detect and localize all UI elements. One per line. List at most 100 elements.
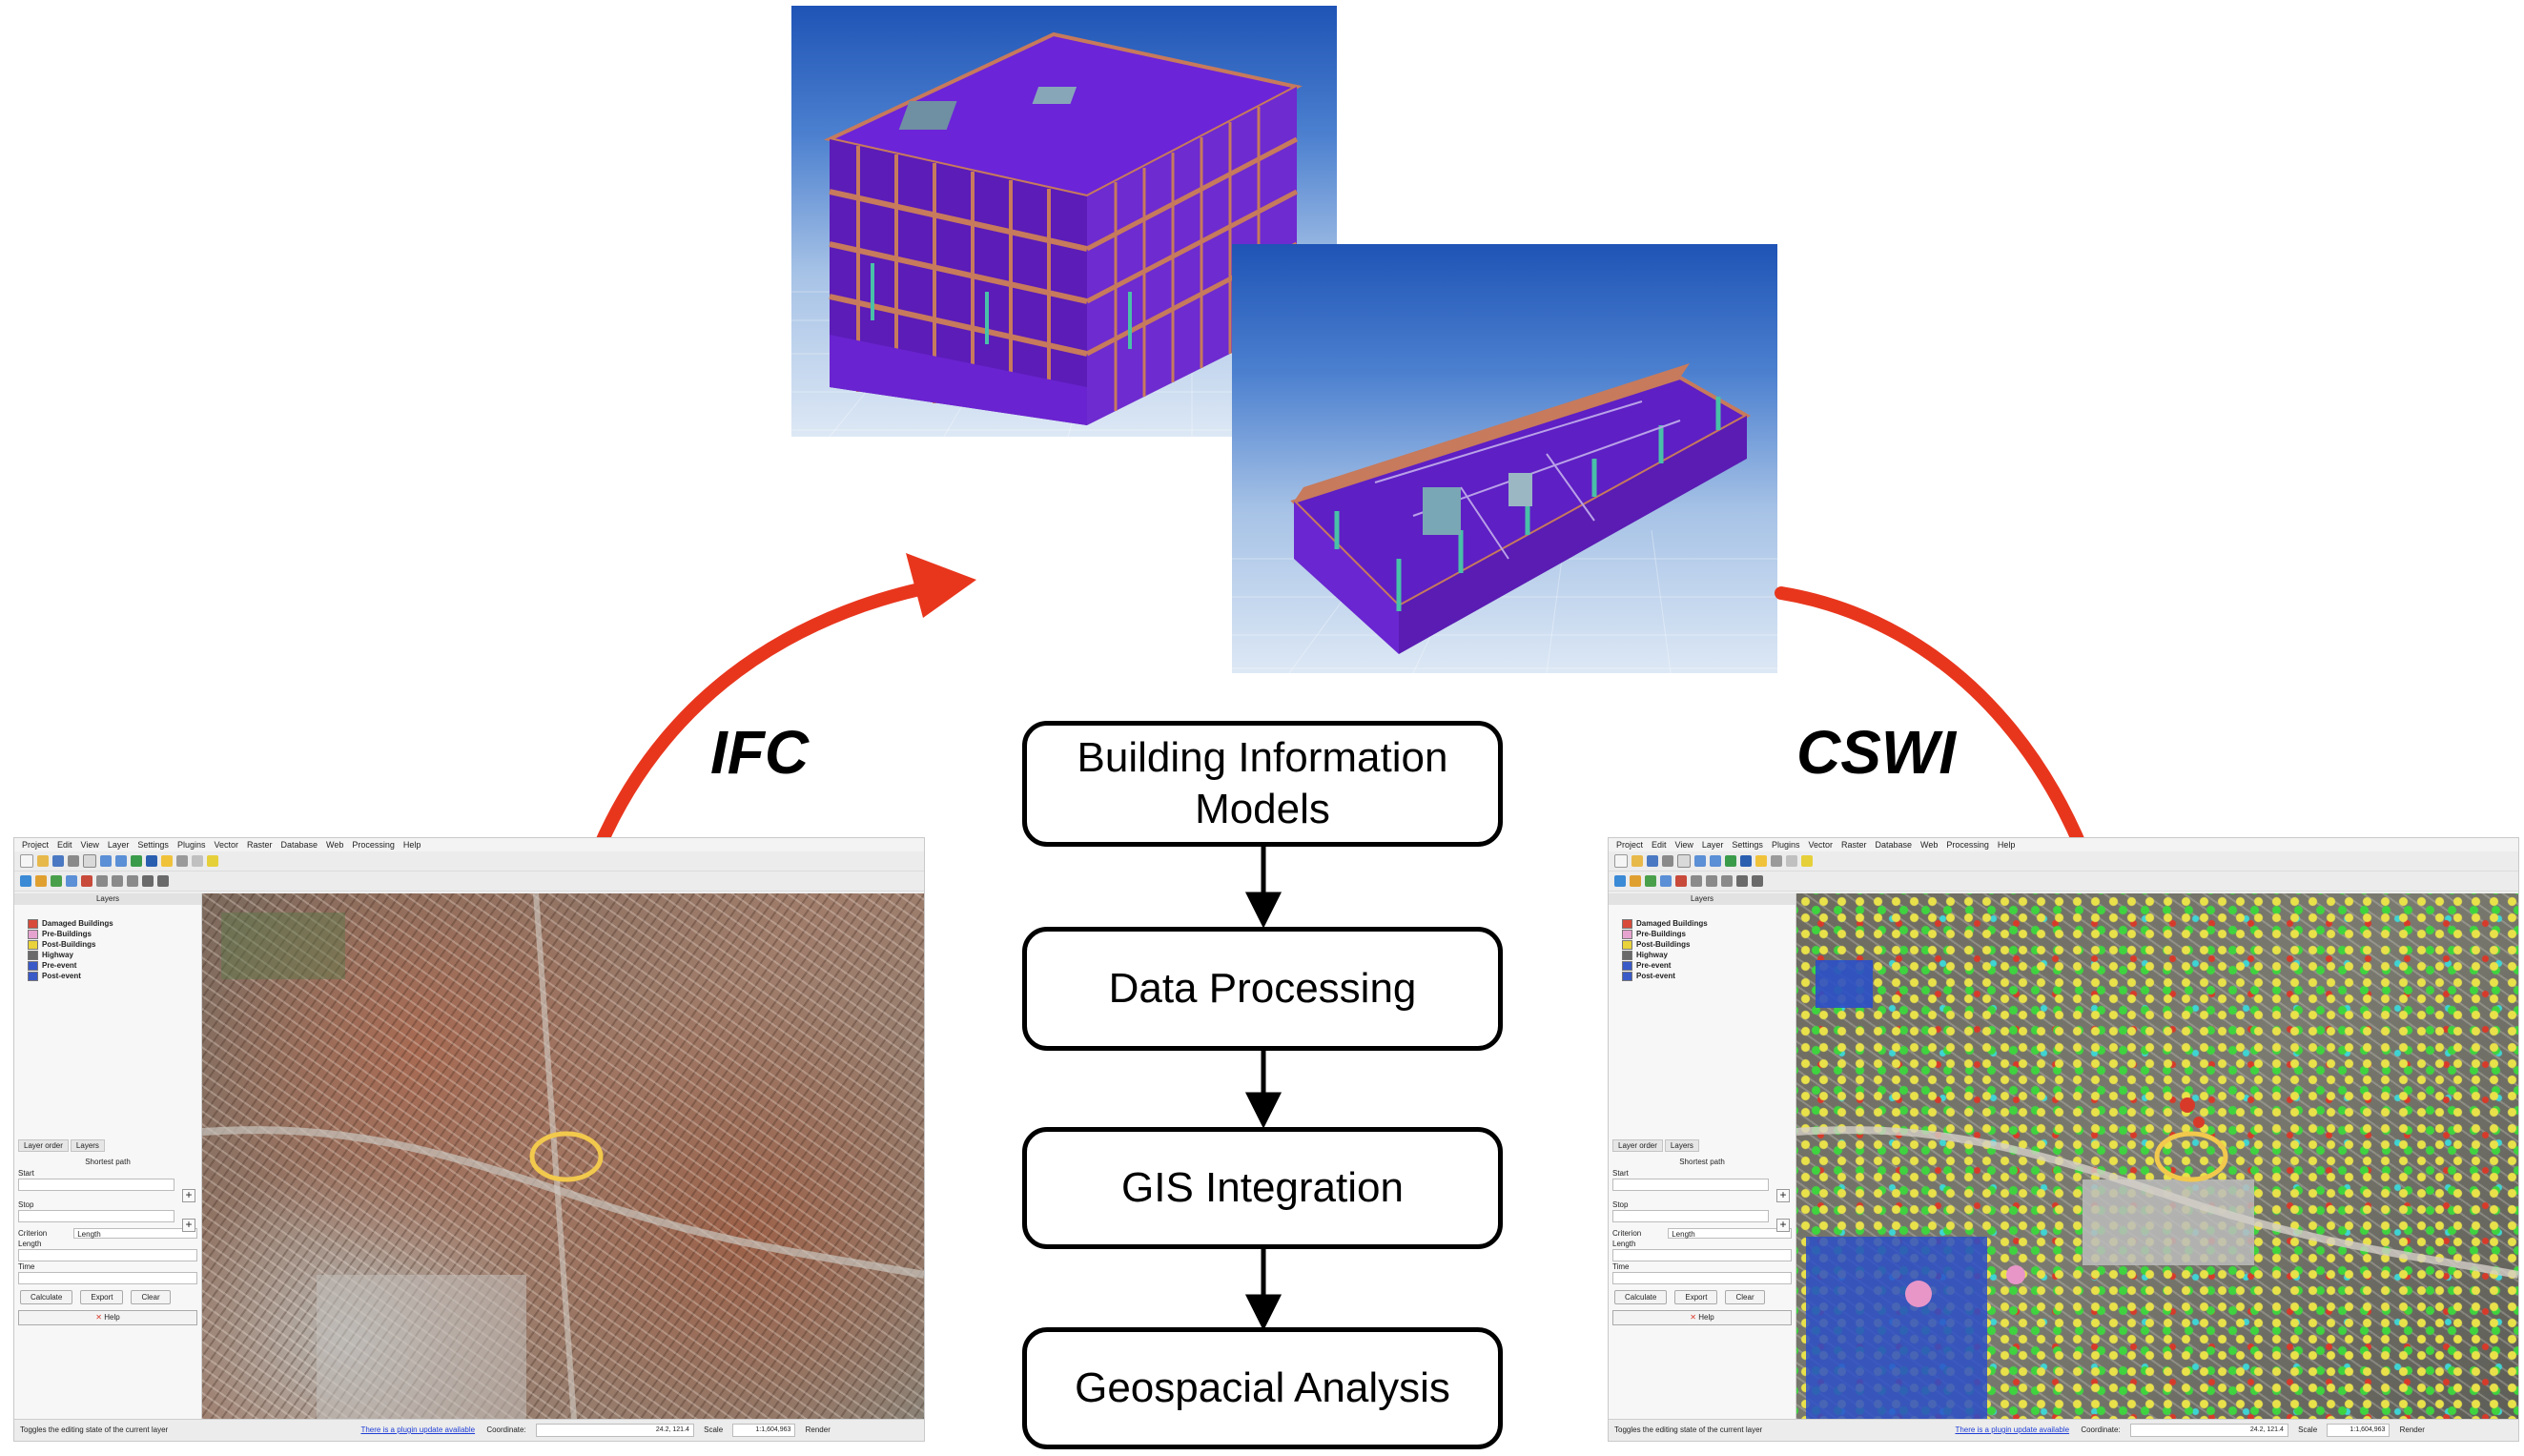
table-icon[interactable] — [192, 855, 203, 867]
criterion-select[interactable]: Length — [1668, 1228, 1792, 1239]
menu-item[interactable]: Processing — [1946, 840, 1989, 850]
tab-layers[interactable]: Layers — [70, 1139, 105, 1152]
tab-layer-order[interactable]: Layer order — [18, 1139, 69, 1152]
delete-icon[interactable] — [1675, 875, 1687, 887]
clear-button[interactable]: Clear — [1725, 1290, 1765, 1304]
layer-item[interactable]: Pre-event — [14, 960, 201, 971]
add-start-icon[interactable]: + — [1776, 1189, 1790, 1202]
menu-item[interactable]: Vector — [214, 840, 238, 850]
start-input[interactable] — [1612, 1179, 1769, 1191]
menu-item[interactable]: Processing — [352, 840, 395, 850]
render-label[interactable]: Render — [2399, 1425, 2425, 1434]
plugin-update-link[interactable]: There is a plugin update available — [1955, 1425, 2070, 1434]
add-stop-icon[interactable]: + — [1776, 1219, 1790, 1232]
menu-item[interactable]: Plugins — [1771, 840, 1800, 850]
menu-item[interactable]: Vector — [1808, 840, 1833, 850]
menu-item[interactable]: Plugins — [176, 840, 206, 850]
add-stop-icon[interactable]: + — [182, 1219, 195, 1232]
tab-layer-order[interactable]: Layer order — [1612, 1139, 1663, 1152]
menu-item[interactable]: Edit — [1652, 840, 1667, 850]
menu-item[interactable]: Settings — [1732, 840, 1763, 850]
scale-input[interactable]: 1:1,604,963 — [2327, 1423, 2391, 1437]
digitize-icon[interactable] — [1614, 875, 1626, 887]
scale-input[interactable]: 1:1,604,963 — [732, 1423, 796, 1437]
layer-item[interactable]: Post-event — [14, 971, 201, 981]
plugin-update-link[interactable]: There is a plugin update available — [360, 1425, 476, 1434]
move-feature-icon[interactable] — [66, 875, 77, 887]
menu-item[interactable]: View — [1674, 840, 1693, 850]
export-button[interactable]: Export — [80, 1290, 124, 1304]
layer-item[interactable]: Highway — [14, 950, 201, 960]
paste-icon[interactable] — [127, 875, 138, 887]
copy-icon[interactable] — [1706, 875, 1717, 887]
render-label[interactable]: Render — [805, 1425, 831, 1434]
layer-item[interactable]: Post-Buildings — [1609, 939, 1796, 950]
measure-icon[interactable] — [1771, 855, 1782, 867]
zoom-out-icon[interactable] — [115, 855, 127, 867]
save-icon[interactable] — [52, 855, 64, 867]
coordinate-input[interactable]: 24.2, 121.4 — [535, 1423, 694, 1437]
menu-item[interactable]: Project — [22, 840, 50, 850]
refresh-icon[interactable] — [1725, 855, 1736, 867]
pan-icon[interactable] — [83, 854, 96, 868]
measure-icon[interactable] — [176, 855, 188, 867]
help-button[interactable]: ✕ Help — [1612, 1310, 1792, 1325]
menu-item[interactable]: Layer — [1701, 840, 1724, 850]
open-icon[interactable] — [1631, 855, 1643, 867]
save-icon[interactable] — [1647, 855, 1658, 867]
open-icon[interactable] — [37, 855, 49, 867]
label-icon[interactable] — [207, 855, 218, 867]
start-input[interactable] — [18, 1179, 174, 1191]
menu-item[interactable]: Raster — [1840, 840, 1867, 850]
move-feature-icon[interactable] — [1660, 875, 1672, 887]
satellite-map-pre-event[interactable] — [202, 893, 924, 1420]
new-icon[interactable] — [1614, 854, 1628, 868]
redo-icon[interactable] — [157, 875, 169, 887]
menu-item[interactable]: Help — [1997, 840, 2016, 850]
menu-item[interactable]: View — [80, 840, 99, 850]
cut-icon[interactable] — [1691, 875, 1702, 887]
tab-layers[interactable]: Layers — [1664, 1139, 1699, 1152]
undo-icon[interactable] — [142, 875, 154, 887]
layer-item[interactable]: Damaged Buildings — [14, 918, 201, 929]
satellite-map-damage-overlay[interactable] — [1796, 893, 2518, 1420]
layer-item[interactable]: Damaged Buildings — [1609, 918, 1796, 929]
label-icon[interactable] — [1801, 855, 1813, 867]
stop-input[interactable] — [18, 1210, 174, 1222]
layer-item[interactable]: Pre-Buildings — [14, 929, 201, 939]
add-feature-icon[interactable] — [1645, 875, 1656, 887]
stop-input[interactable] — [1612, 1210, 1769, 1222]
menu-item[interactable]: Web — [326, 840, 344, 850]
menu-item[interactable]: Web — [1920, 840, 1939, 850]
menu-item[interactable]: Edit — [57, 840, 72, 850]
add-feature-icon[interactable] — [51, 875, 62, 887]
zoom-in-icon[interactable] — [100, 855, 112, 867]
print-icon[interactable] — [68, 855, 79, 867]
print-icon[interactable] — [1662, 855, 1673, 867]
add-start-icon[interactable]: + — [182, 1189, 195, 1202]
layer-item[interactable]: Pre-event — [1609, 960, 1796, 971]
menu-item[interactable]: Raster — [246, 840, 273, 850]
cut-icon[interactable] — [96, 875, 108, 887]
select-icon[interactable] — [1755, 855, 1767, 867]
identify-icon[interactable] — [146, 855, 157, 867]
menu-item[interactable]: Layer — [107, 840, 130, 850]
menu-item[interactable]: Help — [402, 840, 421, 850]
paste-icon[interactable] — [1721, 875, 1733, 887]
criterion-select[interactable]: Length — [73, 1228, 197, 1239]
identify-icon[interactable] — [1740, 855, 1752, 867]
undo-icon[interactable] — [1736, 875, 1748, 887]
clear-button[interactable]: Clear — [131, 1290, 171, 1304]
refresh-icon[interactable] — [131, 855, 142, 867]
layer-item[interactable]: Post-Buildings — [14, 939, 201, 950]
calculate-button[interactable]: Calculate — [20, 1290, 73, 1304]
export-button[interactable]: Export — [1674, 1290, 1718, 1304]
select-icon[interactable] — [161, 855, 173, 867]
layer-item[interactable]: Post-event — [1609, 971, 1796, 981]
zoom-in-icon[interactable] — [1694, 855, 1706, 867]
pan-icon[interactable] — [1677, 854, 1691, 868]
copy-icon[interactable] — [112, 875, 123, 887]
edit-icon[interactable] — [35, 875, 47, 887]
redo-icon[interactable] — [1752, 875, 1763, 887]
coordinate-input[interactable]: 24.2, 121.4 — [2129, 1423, 2288, 1437]
